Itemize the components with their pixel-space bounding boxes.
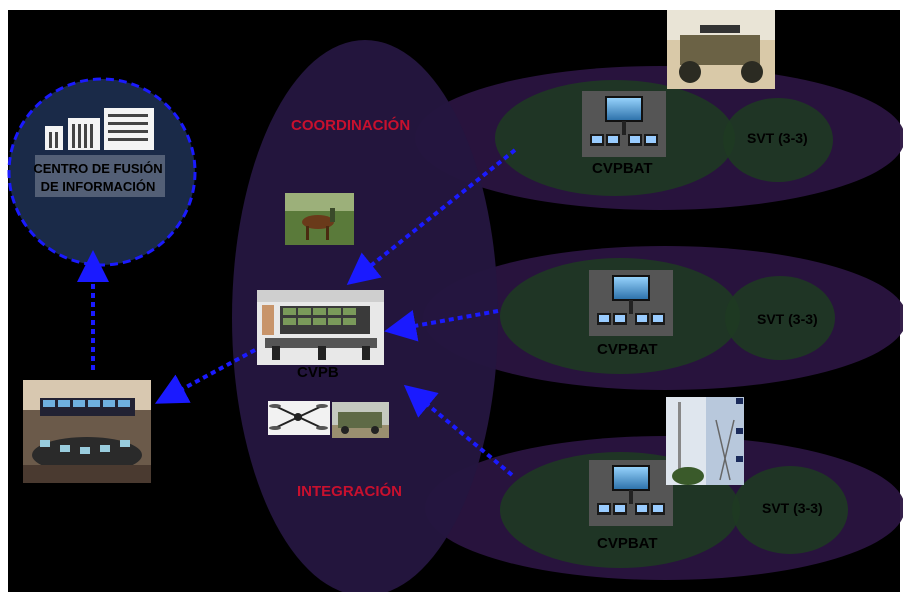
svt-label-2: SVT (3-3) bbox=[757, 311, 818, 327]
monitor-workstation-2 bbox=[589, 270, 673, 336]
building-icon bbox=[45, 108, 154, 150]
arrow-cvpbat1-to-cvpb bbox=[346, 148, 517, 286]
operations-room-photo bbox=[23, 380, 151, 483]
integration-label: INTEGRACIÓN bbox=[297, 483, 402, 500]
svt-label-1: SVT (3-3) bbox=[747, 130, 808, 146]
fusion-center-label: CENTRO DE FUSIÓN DE INFORMACIÓN bbox=[28, 160, 168, 196]
drone-photo bbox=[268, 401, 330, 435]
utv-vehicle-photo bbox=[667, 10, 775, 89]
svt-ellipse-3 bbox=[732, 466, 848, 554]
cvpbat-label-3: CVPBAT bbox=[597, 535, 658, 552]
monitor-workstation-3 bbox=[589, 460, 673, 526]
cvpbat-label-2: CVPBAT bbox=[597, 341, 658, 358]
monitoring-room-photo bbox=[257, 290, 384, 365]
cvpb-label: CVPB bbox=[297, 364, 339, 381]
svt-label-3: SVT (3-3) bbox=[762, 500, 823, 516]
horse-patrol-photo bbox=[285, 193, 354, 245]
tower-photo bbox=[666, 397, 744, 485]
svt-ellipse-1 bbox=[723, 98, 833, 182]
arrow-cvpbat3-to-cvpb bbox=[403, 384, 514, 477]
fusion-center-label-line1: CENTRO DE FUSIÓN bbox=[33, 161, 163, 176]
armored-vehicle-photo bbox=[332, 402, 389, 438]
coordination-label: COORDINACIÓN bbox=[291, 117, 411, 134]
cvpbat-label-1: CVPBAT bbox=[592, 160, 653, 177]
fusion-center-label-line2: DE INFORMACIÓN bbox=[40, 179, 156, 194]
monitor-workstation-1 bbox=[582, 91, 666, 157]
fusion-label-box bbox=[35, 155, 165, 197]
svt-ellipse-2 bbox=[725, 276, 835, 360]
